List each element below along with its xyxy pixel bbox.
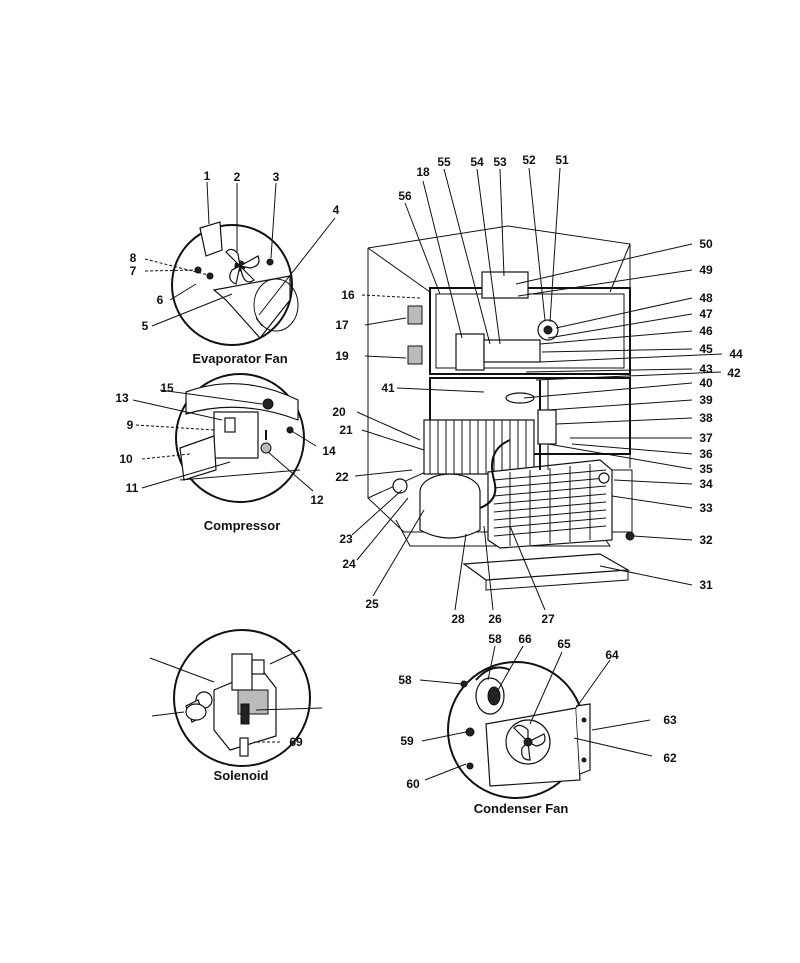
main-leader-lines	[351, 167, 723, 611]
caption-solenoid: Solenoid	[214, 768, 269, 783]
callout-41: 41	[381, 381, 395, 395]
callout-4: 4	[333, 203, 340, 217]
callout-50: 50	[699, 237, 713, 251]
callout-52: 52	[522, 153, 536, 167]
callout-9: 9	[127, 418, 134, 432]
callout-6: 6	[157, 293, 164, 307]
caption-compressor: Compressor	[204, 518, 281, 533]
callout-24: 24	[342, 557, 356, 571]
compressor-inset	[132, 373, 317, 503]
callout-14: 14	[322, 444, 336, 458]
evaporator-fan-inset	[144, 181, 336, 346]
refrigerator-cabinet	[367, 225, 635, 591]
callout-60: 60	[406, 777, 420, 791]
caption-evaporator-fan: Evaporator Fan	[192, 351, 287, 366]
callout-2: 2	[234, 170, 241, 184]
callout-55: 55	[437, 155, 451, 169]
callout-11: 11	[126, 481, 139, 495]
callout-39: 39	[699, 393, 713, 407]
callout-40: 40	[699, 376, 713, 390]
callout-58-top: 58	[488, 632, 502, 646]
callout-48: 48	[699, 291, 713, 305]
callout-31: 31	[699, 578, 713, 592]
callout-16: 16	[341, 288, 355, 302]
caption-condenser-fan: Condenser Fan	[474, 801, 569, 816]
callout-54: 54	[470, 155, 484, 169]
callout-66: 66	[518, 632, 532, 646]
callout-59: 59	[400, 734, 414, 748]
callout-49: 49	[699, 263, 713, 277]
callout-51: 51	[555, 153, 569, 167]
callout-36: 36	[699, 447, 713, 461]
callout-46: 46	[699, 324, 713, 338]
callout-27: 27	[541, 612, 555, 626]
callout-43: 43	[699, 362, 713, 376]
callout-18: 18	[416, 165, 430, 179]
callout-20: 20	[332, 405, 346, 419]
callout-44: 44	[729, 347, 743, 361]
condenser-fan-inset	[419, 645, 653, 799]
callout-64: 64	[605, 648, 619, 662]
callout-69: 69	[289, 735, 303, 749]
callout-32: 32	[699, 533, 713, 547]
callout-1: 1	[204, 169, 211, 183]
callout-26: 26	[488, 612, 502, 626]
callout-53: 53	[493, 155, 507, 169]
callout-21: 21	[339, 423, 353, 437]
callout-22: 22	[335, 470, 349, 484]
callout-33: 33	[699, 501, 713, 515]
callout-12: 12	[310, 493, 324, 507]
callout-13: 13	[115, 391, 129, 405]
callout-65: 65	[557, 637, 571, 651]
callout-38: 38	[699, 411, 713, 425]
callout-25: 25	[365, 597, 379, 611]
callout-58-left: 58	[398, 673, 412, 687]
callout-15: 15	[160, 381, 174, 395]
callout-19: 19	[335, 349, 349, 363]
callout-56: 56	[398, 189, 412, 203]
callout-17: 17	[335, 318, 349, 332]
callout-42: 42	[727, 366, 741, 380]
callout-37: 37	[699, 431, 713, 445]
callout-35: 35	[699, 462, 713, 476]
solenoid-inset	[149, 629, 323, 767]
callout-28: 28	[451, 612, 465, 626]
callout-3: 3	[273, 170, 280, 184]
callout-45: 45	[699, 342, 713, 356]
callout-10: 10	[119, 452, 133, 466]
callout-62: 62	[663, 751, 677, 765]
callout-47: 47	[699, 307, 713, 321]
callout-63: 63	[663, 713, 677, 727]
callout-23: 23	[339, 532, 353, 546]
callout-8: 8	[130, 251, 137, 265]
callout-34: 34	[699, 477, 713, 491]
callout-7: 7	[130, 264, 137, 278]
callout-5: 5	[142, 319, 149, 333]
